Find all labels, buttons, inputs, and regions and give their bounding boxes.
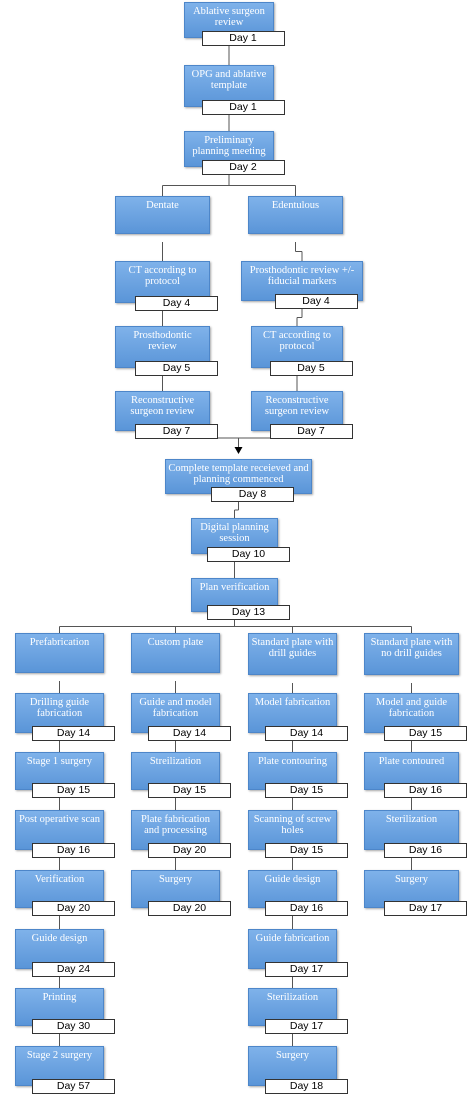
step-prefabrication: Prefabrication: [15, 633, 104, 673]
step-label: Printing: [42, 992, 77, 1003]
step-label: Surgery: [394, 874, 429, 885]
day-label: Day 16: [32, 843, 115, 858]
day-label: Day 8: [211, 487, 294, 502]
day-label: Day 14: [148, 726, 231, 741]
step-label: CT according to protocol: [262, 330, 332, 352]
step-label: Custom plate: [147, 637, 204, 648]
day-label: Day 17: [265, 962, 348, 977]
day-label: Day 57: [32, 1079, 115, 1094]
day-label: Day 7: [135, 424, 218, 439]
step-label: Prefabrication: [29, 637, 90, 648]
day-label: Day 1: [201, 100, 285, 115]
day-label: Day 20: [148, 901, 231, 916]
day-label: Day 1: [201, 31, 285, 46]
day-label: Day 17: [384, 901, 467, 916]
step-label: Standard plate with no drill guides: [370, 637, 453, 659]
step-label: Guide fabrication: [255, 933, 330, 944]
step-label: Scanning of screw holes: [253, 814, 332, 836]
step-label: Guide design: [264, 874, 321, 885]
day-label: Day 13: [207, 605, 290, 620]
step-label: Guide design: [31, 933, 88, 944]
day-label: Day 20: [32, 901, 115, 916]
day-label: Day 18: [265, 1079, 348, 1094]
step-std-drill: Standard plate with drill guides: [248, 633, 337, 675]
step-custom-plate: Custom plate: [131, 633, 220, 673]
day-label: Day 15: [265, 783, 348, 798]
day-label: Day 5: [135, 361, 218, 376]
step-label: OPG and ablative template: [191, 69, 267, 91]
step-label: Reconstructive surgeon review: [130, 395, 195, 417]
step-label: Verification: [34, 874, 85, 885]
step-label: Plate fabrication and processing: [140, 814, 211, 836]
day-label: Day 15: [384, 726, 467, 741]
day-label: Day 17: [265, 1019, 348, 1034]
day-label: Day 2: [201, 160, 285, 175]
step-label: Stage 1 surgery: [26, 756, 93, 767]
step-label: Model fabrication: [254, 697, 331, 708]
step-dentate: Dentate: [115, 196, 210, 234]
step-label: Surgery: [158, 874, 193, 885]
step-label: Plate contoured: [378, 756, 445, 767]
step-label: Sterilization: [266, 992, 319, 1003]
step-label: Standard plate with drill guides: [251, 637, 334, 659]
day-label: Day 16: [384, 843, 467, 858]
step-label: Prosthodontic review: [133, 330, 192, 352]
day-label: Day 24: [32, 962, 115, 977]
day-label: Day 15: [265, 843, 348, 858]
step-label: Plate contouring: [257, 756, 328, 767]
step-label: Complete template receieved and planning…: [168, 463, 309, 485]
step-label: Sterilization: [385, 814, 438, 825]
step-label: Model and guide fabrication: [375, 697, 448, 719]
day-label: Day 30: [32, 1019, 115, 1034]
step-label: Dentate: [146, 200, 179, 211]
day-label: Day 20: [148, 843, 231, 858]
day-label: Day 7: [269, 424, 353, 439]
day-label: Day 16: [265, 901, 348, 916]
step-label: Surgery: [275, 1050, 310, 1061]
day-label: Day 15: [32, 783, 115, 798]
day-label: Day 15: [148, 783, 231, 798]
step-label: Post operative scan: [18, 814, 101, 825]
day-label: Day 4: [135, 296, 218, 311]
day-label: Day 10: [207, 547, 290, 562]
step-label: Streilization: [149, 756, 202, 767]
day-label: Day 5: [269, 361, 353, 376]
day-label: Day 14: [32, 726, 115, 741]
step-edentulous: Edentulous: [248, 196, 343, 234]
day-label: Day 16: [384, 783, 467, 798]
step-label: Ablative surgeon review: [193, 6, 265, 28]
step-label: Edentulous: [271, 200, 320, 211]
step-label: Guide and model fabrication: [139, 697, 212, 719]
step-std-nodrill: Standard plate with no drill guides: [364, 633, 459, 675]
step-label: Drilling guide fabrication: [29, 697, 90, 719]
arrow-down-icon: [234, 447, 243, 454]
step-label: Digital planning session: [200, 522, 269, 544]
step-label: Plan verification: [199, 582, 270, 593]
day-label: Day 14: [265, 726, 348, 741]
step-label: CT according to protocol: [128, 265, 197, 287]
step-label: Stage 2 surgery: [26, 1050, 93, 1061]
step-label: Preliminary planning meeting: [192, 135, 266, 157]
step-label: Reconstructive surgeon review: [264, 395, 330, 417]
day-label: Day 4: [274, 294, 358, 309]
step-label: Prosthodontic review +/- fiducial marker…: [249, 265, 355, 287]
